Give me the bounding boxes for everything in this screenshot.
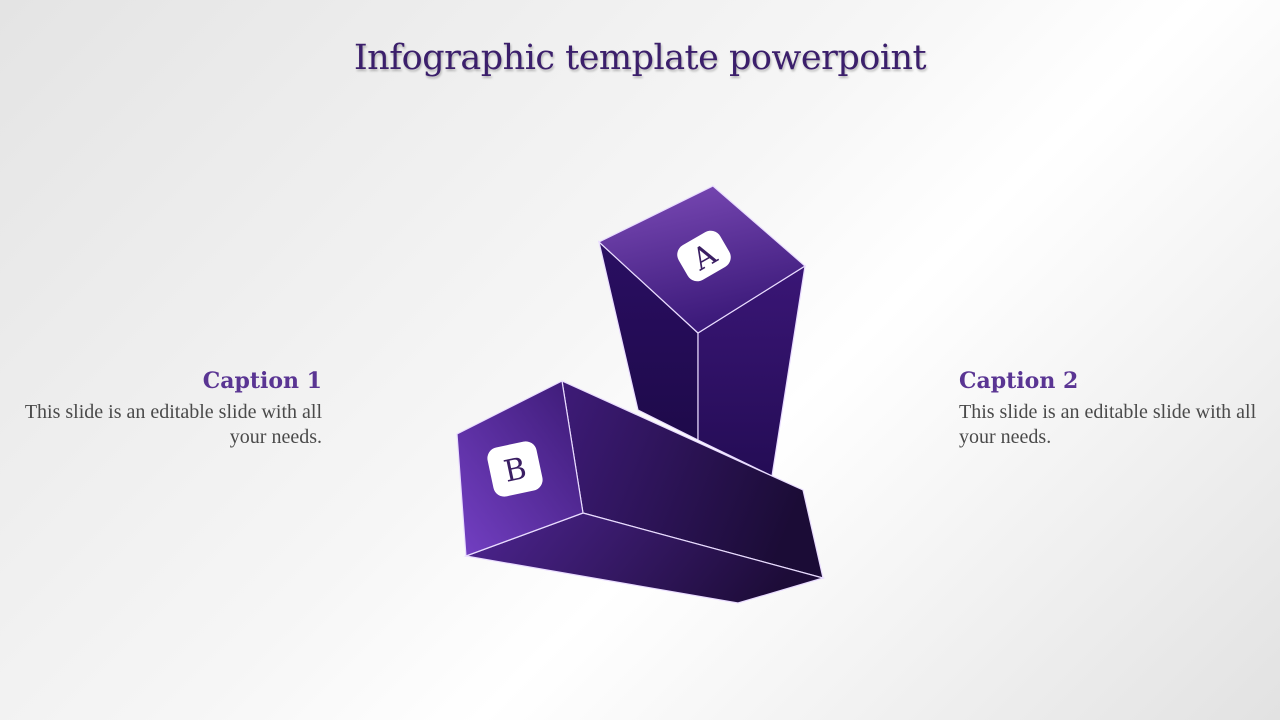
block-a-badge (677, 230, 731, 282)
block-b: B (456, 379, 826, 604)
caption-2-text: This slide is an editable slide with all… (959, 401, 1257, 448)
caption-1: Caption 1 This slide is an editable slid… (22, 368, 322, 450)
caption-2: Caption 2 This slide is an editable slid… (959, 368, 1259, 450)
caption-1-title: Caption 1 (202, 368, 322, 394)
caption-2-title: Caption 2 (959, 368, 1079, 394)
block-a: A (597, 185, 807, 477)
block-b-badge (487, 441, 543, 497)
slide-title: Infographic template powerpoint (353, 38, 927, 78)
caption-1-text: This slide is an editable slide with all… (24, 401, 322, 448)
